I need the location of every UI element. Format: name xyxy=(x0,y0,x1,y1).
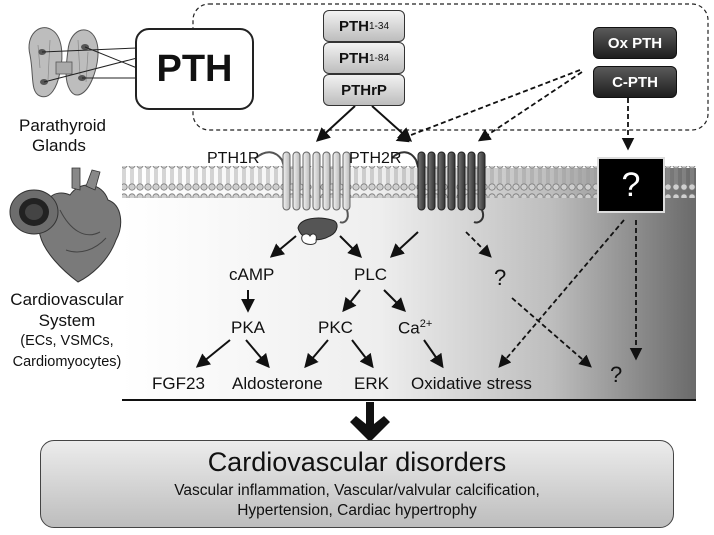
disorders-title: Cardiovascular disorders xyxy=(207,447,507,477)
gland-label-1: Parathyroid xyxy=(19,116,106,135)
node-ca-sup: 2+ xyxy=(419,318,433,330)
arrow-pkc-aldo xyxy=(304,339,329,369)
down-arrow xyxy=(350,402,390,442)
node-ca: Ca2+ xyxy=(398,318,432,339)
ligand-oxpth: Ox PTH xyxy=(593,27,677,59)
ligand-pth134-main: PTH xyxy=(338,17,369,35)
node-camp: cAMP xyxy=(229,265,275,284)
node-plc: PLC xyxy=(354,265,388,284)
node-pka: PKA xyxy=(231,318,266,337)
arrow-gprot-camp xyxy=(269,235,297,258)
ligand-cpth: C-PTH xyxy=(593,66,677,98)
arrow-q-final xyxy=(511,297,592,368)
pth1r-label: PTH1R xyxy=(207,150,260,167)
arrow-pth2r-q xyxy=(465,231,492,258)
ligand-cpth-label: C-PTH xyxy=(612,73,658,91)
node-pkc: PKC xyxy=(318,318,353,337)
pth1r-receptor xyxy=(255,151,351,224)
arrow-ca-oxidative xyxy=(423,339,444,369)
unknown-receptor-label: ? xyxy=(621,165,641,204)
ligand-pth184-sub: 1-84 xyxy=(368,52,389,64)
arrow-pka-fgf23 xyxy=(195,339,231,368)
pth-label: PTH xyxy=(156,47,233,90)
node-question-2: ? xyxy=(610,362,623,387)
arrow-pkc-erk xyxy=(351,339,374,369)
ligand-oxpth-label: Ox PTH xyxy=(607,34,663,52)
arrow-ox-pth2r xyxy=(477,71,583,142)
outcome-oxidative: Oxidative stress xyxy=(411,374,532,393)
arrow-gprot-plc xyxy=(339,235,362,258)
ligand-pth184-main: PTH xyxy=(338,49,369,67)
unknown-receptor: ? xyxy=(597,157,665,213)
cv-label-4: Cardiomyocytes) xyxy=(12,354,122,370)
disorders-box: Cardiovascular disorders Vascular inflam… xyxy=(40,440,674,528)
ligand-pthrp: PTHrP xyxy=(323,74,405,106)
arrow-pthrp-pth1r xyxy=(315,105,356,142)
cv-label-2: System xyxy=(38,311,96,330)
arrow-ox-pth1r xyxy=(395,69,581,143)
outcome-aldosterone: Aldosterone xyxy=(232,374,323,393)
outcome-fgf23: FGF23 xyxy=(152,374,205,393)
parathyroid-glands-illustration xyxy=(28,27,99,98)
ligand-container xyxy=(192,3,709,131)
node-ca-text: Ca xyxy=(398,318,420,338)
pth-box: PTH xyxy=(135,28,254,110)
node-question-1: ? xyxy=(494,265,507,290)
arrow-pka-aldo xyxy=(245,339,270,369)
g-protein xyxy=(297,217,338,245)
cv-label-3: (ECs, VSMCs, xyxy=(20,333,114,349)
outcome-erk: ERK xyxy=(354,374,389,393)
cv-label-1: Cardiovascular xyxy=(10,290,124,309)
ligand-pthrp-label: PTHrP xyxy=(341,81,387,99)
arrow-plc-ca xyxy=(383,289,406,312)
disorders-line-2: Hypertension, Cardiac hypertrophy xyxy=(237,502,477,519)
arrow-plc-pkc xyxy=(342,289,361,313)
pth2r-label: PTH2R xyxy=(349,150,402,167)
pth2r-receptor xyxy=(391,151,486,224)
ligand-pth134-sub: 1-34 xyxy=(368,20,389,32)
arrow-pth2r-plc xyxy=(389,231,419,258)
vessel-illustration xyxy=(9,189,59,235)
gland-label-2: Glands xyxy=(32,136,86,155)
heart-illustration xyxy=(38,167,122,283)
disorders-line-1: Vascular inflammation, Vascular/valvular… xyxy=(174,482,540,499)
